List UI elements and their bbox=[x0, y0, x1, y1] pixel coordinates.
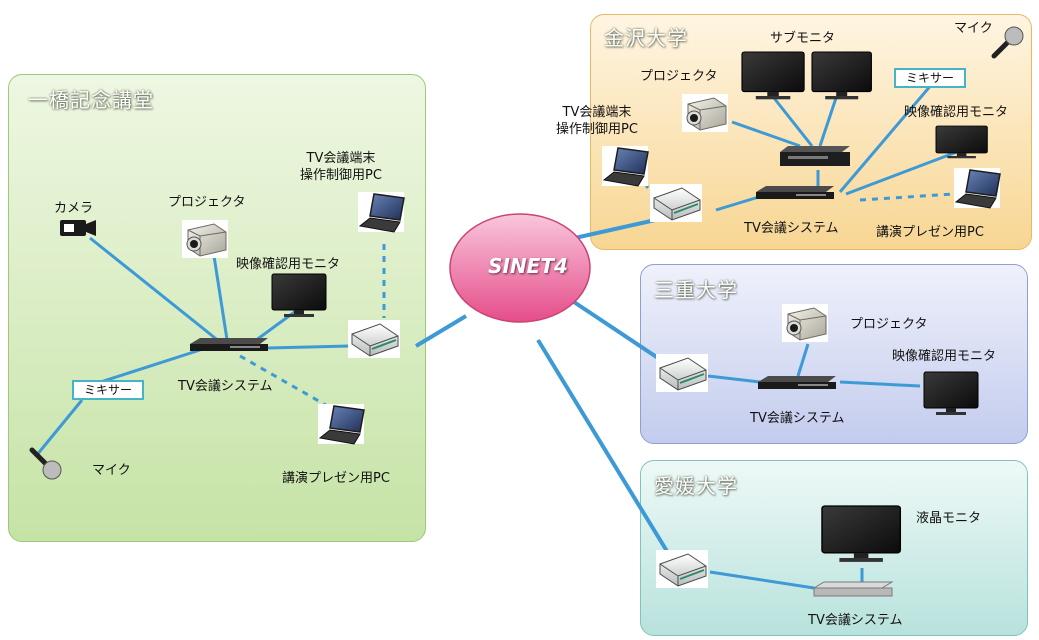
mie-title: 三重大学 bbox=[654, 278, 738, 302]
mie-links bbox=[707, 343, 921, 388]
ehime-title: 愛媛大学 bbox=[654, 474, 738, 498]
hitotsubashi-title: 一橋記念講堂 bbox=[28, 88, 154, 112]
hitotsubashi-panel bbox=[8, 74, 426, 542]
ehime-links bbox=[709, 568, 864, 590]
kanazawa-title: 金沢大学 bbox=[604, 26, 688, 50]
kanazawa-projector-label: プロジェクタ bbox=[640, 69, 718, 84]
kanazawa-sub-monitor-2-icon bbox=[811, 51, 872, 100]
hitotsubashi-tv-system-label: TV会議システム bbox=[178, 379, 273, 394]
hitotsubashi-mic-icon bbox=[32, 450, 61, 479]
ehime-tv-system-icon bbox=[812, 581, 894, 597]
ehime-lcd-monitor-label: 液晶モニタ bbox=[916, 511, 982, 526]
hitotsubashi-projector-icon bbox=[181, 219, 229, 259]
mie-check-monitor-label: 映像確認用モニタ bbox=[892, 349, 997, 364]
kanazawa-check-monitor-icon bbox=[935, 125, 988, 159]
mie-router-icon bbox=[655, 353, 709, 393]
kanazawa-presentation-pc-label: 講演プレゼン用PC bbox=[876, 225, 984, 240]
hitotsubashi-control-pc-label: TV会議端末 操作制御用PC bbox=[300, 151, 382, 183]
sinet-cloud bbox=[449, 213, 591, 323]
mie-check-monitor-icon bbox=[923, 371, 979, 416]
mie-tv-system-icon bbox=[758, 376, 836, 389]
hitotsubashi-mixer-label: ミキサー bbox=[72, 380, 145, 400]
mie-projector-icon bbox=[781, 303, 829, 343]
kanazawa-mixer-label: ミキサー bbox=[894, 68, 967, 88]
kanazawa-check-monitor-label: 映像確認用モニタ bbox=[904, 105, 1009, 120]
sinet-label: SINET4 bbox=[488, 254, 568, 278]
kanazawa-control-pc-icon bbox=[601, 145, 649, 187]
hitotsubashi-camera-label: カメラ bbox=[54, 201, 94, 216]
kanazawa-mic-icon bbox=[994, 27, 1023, 56]
kanazawa-control-pc-label: TV会議端末 操作制御用PC bbox=[556, 105, 638, 137]
ehime-router-icon bbox=[655, 549, 709, 589]
mie-projector-label: プロジェクタ bbox=[850, 317, 928, 332]
mie-tv-system-label: TV会議システム bbox=[750, 411, 845, 426]
hitotsubashi-control-pc-icon bbox=[357, 191, 405, 233]
kanazawa-router-icon bbox=[649, 183, 703, 223]
kanazawa-links bbox=[645, 83, 963, 212]
kanazawa-mic-label: マイク bbox=[954, 21, 993, 36]
kanazawa-tv-system-label: TV会議システム bbox=[744, 221, 839, 236]
kanazawa-switcher-icon bbox=[780, 146, 850, 166]
kanazawa-projector-icon bbox=[681, 93, 729, 133]
hitotsubashi-mic-label: マイク bbox=[92, 463, 131, 478]
camera-icon bbox=[60, 220, 96, 236]
kanazawa-sub-monitor-1-icon bbox=[741, 51, 805, 100]
kanazawa-sub-monitor-label: サブモニタ bbox=[770, 31, 836, 46]
hitotsubashi-presentation-pc-icon bbox=[317, 403, 365, 445]
hitotsubashi-router-icon bbox=[347, 319, 401, 359]
hitotsubashi-projector-label: プロジェクタ bbox=[168, 195, 246, 210]
kanazawa-tv-system-icon bbox=[756, 186, 834, 199]
hitotsubashi-presentation-pc-label: 講演プレゼン用PC bbox=[282, 471, 390, 486]
ehime-tv-system-label: TV会議システム bbox=[808, 613, 903, 628]
hitotsubashi-check-monitor-label: 映像確認用モニタ bbox=[236, 257, 341, 272]
hitotsubashi-tv-system-icon bbox=[190, 338, 268, 351]
hitotsubashi-check-monitor-icon bbox=[271, 273, 327, 318]
ehime-lcd-monitor-icon bbox=[821, 505, 902, 563]
kanazawa-presentation-pc-icon bbox=[953, 167, 1001, 209]
